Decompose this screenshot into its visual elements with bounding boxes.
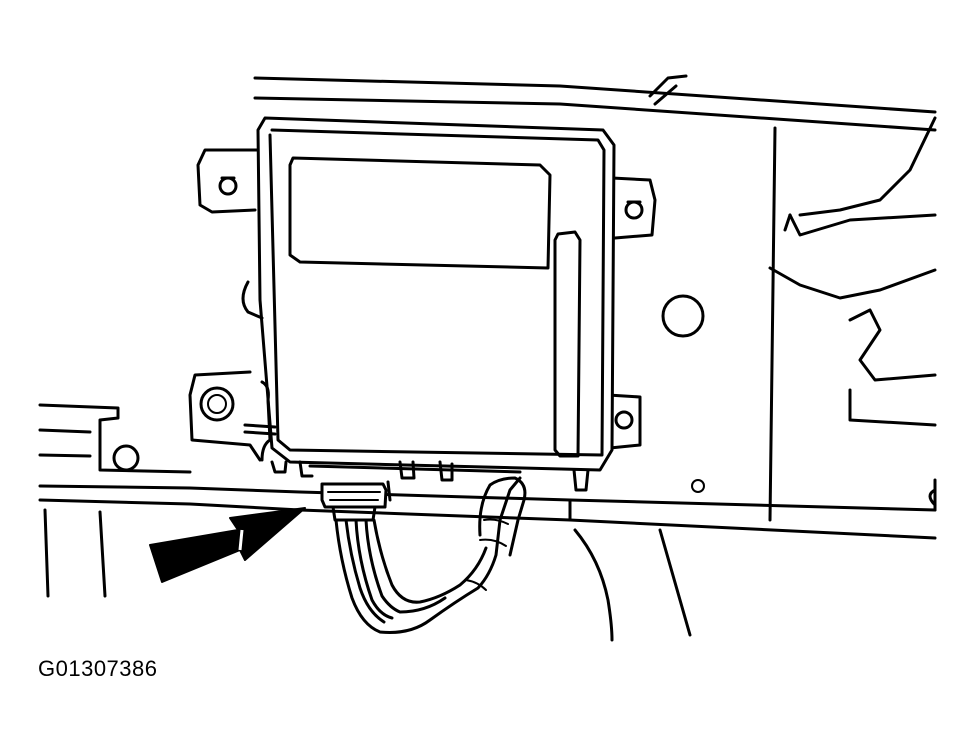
figure-id-label: G01307386 bbox=[38, 656, 158, 681]
mounting-bracket bbox=[188, 148, 657, 462]
electrical-connector bbox=[320, 480, 392, 522]
wiring-harness bbox=[334, 476, 527, 634]
control-module bbox=[241, 116, 616, 492]
left-structure bbox=[38, 403, 192, 598]
pointer-arrow bbox=[149, 507, 306, 583]
vehicle-panel bbox=[253, 74, 937, 522]
